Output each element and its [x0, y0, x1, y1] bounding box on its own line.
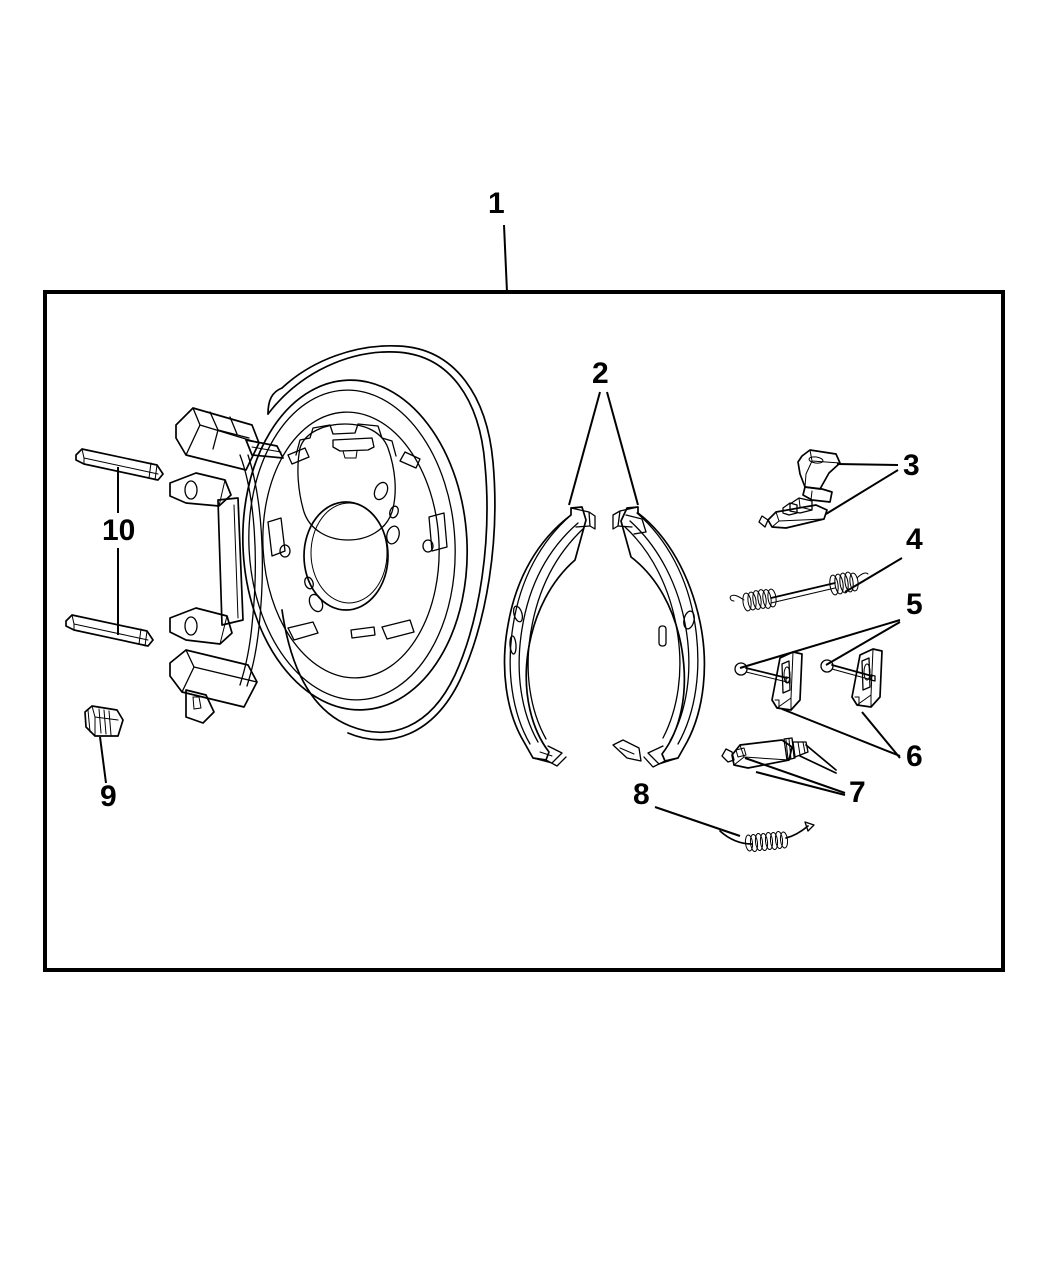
callout-9: 9 — [99, 736, 117, 813]
callout-label-adjuster-screw: 7 — [849, 776, 866, 809]
callout-label-mounting-bolt: 10 — [102, 514, 135, 547]
adjuster-star-wheel — [783, 737, 796, 761]
leader-line-1-1 — [503, 224, 508, 293]
callout-label-actuating-lever-and-strut: 3 — [903, 449, 920, 482]
adjuster-spring-coils — [744, 831, 789, 852]
return-spring-right-coil — [829, 571, 869, 596]
leader-line-3-1 — [836, 463, 899, 466]
leader-line-2-1 — [568, 391, 601, 506]
leader-line-2-2 — [606, 391, 639, 506]
callout-10: 10 — [102, 467, 135, 635]
callout-5: 5 — [739, 588, 923, 669]
callout-6: 6 — [781, 708, 923, 773]
leader-line-9-1 — [99, 736, 107, 784]
mounting-bolt-upper — [75, 448, 164, 481]
leader-line-7-1 — [744, 757, 846, 794]
leader-line-6-1 — [781, 708, 901, 757]
callout-label-return-spring: 4 — [906, 523, 923, 556]
caliper-anchor-bracket — [169, 407, 284, 724]
leader-line-5-1 — [739, 619, 901, 669]
adjuster-spring — [719, 821, 815, 852]
callout-4: 4 — [844, 523, 923, 593]
mounting-bolt-lower — [65, 614, 154, 647]
leader-line-8-1 — [654, 806, 741, 837]
hold-down-pin-left — [734, 662, 791, 684]
hold-down-spring-clip-left — [771, 651, 803, 711]
brake-shoe-left — [503, 506, 596, 767]
hold-down-spring-clip-right — [851, 648, 883, 708]
return-spring-assembly — [729, 571, 869, 612]
leader-line-5-2 — [825, 621, 901, 666]
leader-line-7-2 — [755, 771, 846, 796]
callout-layer: 1 2 3 4 5 6 7 8 9 10 — [99, 187, 923, 837]
leader-line-4-1 — [844, 557, 903, 593]
access-hole-plug — [84, 705, 124, 737]
adjuster-screw — [721, 737, 837, 774]
assembly-frame-box — [43, 290, 1005, 972]
lever-strut — [758, 497, 828, 529]
callout-1: 1 — [488, 187, 508, 293]
callout-3: 3 — [825, 449, 920, 515]
brake-shoe-right — [612, 506, 706, 768]
callout-7: 7 — [744, 757, 866, 809]
callout-label-adjuster-spring: 8 — [633, 778, 650, 811]
callout-label-hold-down-pin: 5 — [906, 588, 923, 621]
leader-line-3-2 — [825, 469, 899, 515]
callout-label-parking-brake-assembly-kit: 1 — [488, 187, 505, 220]
callout-label-hold-down-spring-clip: 6 — [906, 740, 923, 773]
callout-8: 8 — [633, 778, 741, 837]
callout-2: 2 — [568, 357, 639, 506]
leader-line-6-2 — [861, 711, 901, 759]
return-spring-left-coil — [729, 588, 777, 612]
callout-label-brake-shoe: 2 — [592, 357, 609, 390]
callout-label-access-hole-plug: 9 — [100, 780, 117, 813]
actuating-lever — [797, 449, 841, 503]
brake-backing-plate — [241, 345, 496, 741]
